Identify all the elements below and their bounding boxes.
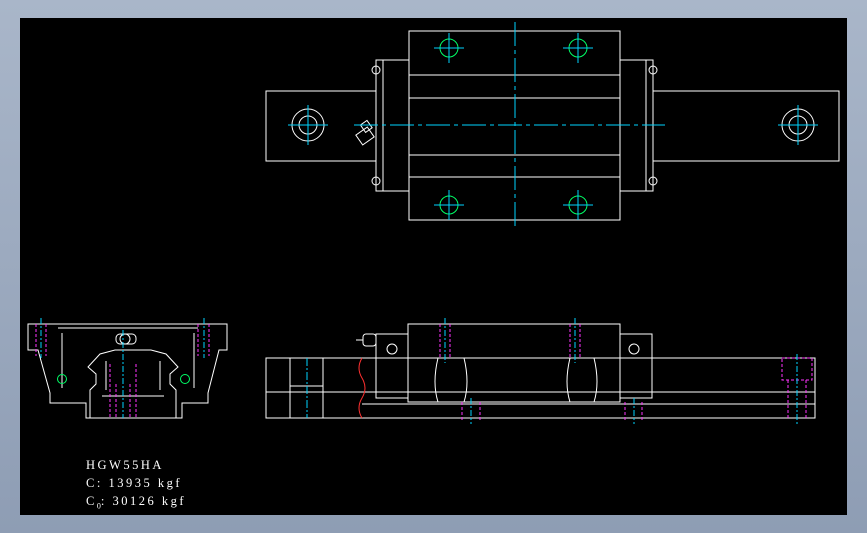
end-view-hidden-lines <box>35 324 210 418</box>
break-line <box>358 357 366 419</box>
rail-side <box>265 357 816 419</box>
dynamic-load-rating: C: 13935 kgf <box>86 476 182 491</box>
top-view <box>265 22 840 230</box>
rail-left-segment <box>265 90 377 162</box>
grease-nipple-side-icon <box>356 333 377 347</box>
side-screw <box>386 343 398 355</box>
end-seal-screw <box>648 176 658 186</box>
static-load-subscript: 0 <box>96 501 101 511</box>
side-view <box>265 318 816 424</box>
ball-recirculation-holes <box>57 374 190 384</box>
linear-guide-drawing <box>27 22 840 424</box>
flange-block-profile <box>27 323 228 419</box>
end-cap-side-left <box>375 333 409 399</box>
end-cap-side-right <box>619 333 653 399</box>
rail-right-segment <box>652 90 840 162</box>
grease-nipple-icon <box>355 119 375 146</box>
static-load-symbol: C <box>86 494 97 508</box>
end-seal-screw <box>648 65 658 75</box>
block-mount-holes <box>439 38 588 215</box>
model-label: HGW55HA <box>86 458 164 472</box>
side-screw <box>628 343 640 355</box>
end-seal-screw <box>371 176 381 186</box>
side-view-centerlines <box>306 318 798 424</box>
dynamic-load-value: : 13935 kgf <box>96 476 182 490</box>
top-view-centerlines <box>288 22 818 230</box>
static-load-value: : 30126 kgf <box>100 494 186 508</box>
rail-profile-end <box>87 349 179 418</box>
grease-port <box>119 333 131 345</box>
end-seal-screw <box>371 65 381 75</box>
end-view <box>27 318 228 419</box>
dynamic-load-symbol: C <box>86 476 97 490</box>
side-view-hidden-lines <box>439 324 813 421</box>
static-load-rating: C0: 30126 kgf <box>86 494 186 511</box>
end-view-centerlines <box>40 318 205 418</box>
drawing-canvas: HGW55HA C: 13935 kgf C0: 30126 kgf <box>20 18 847 515</box>
